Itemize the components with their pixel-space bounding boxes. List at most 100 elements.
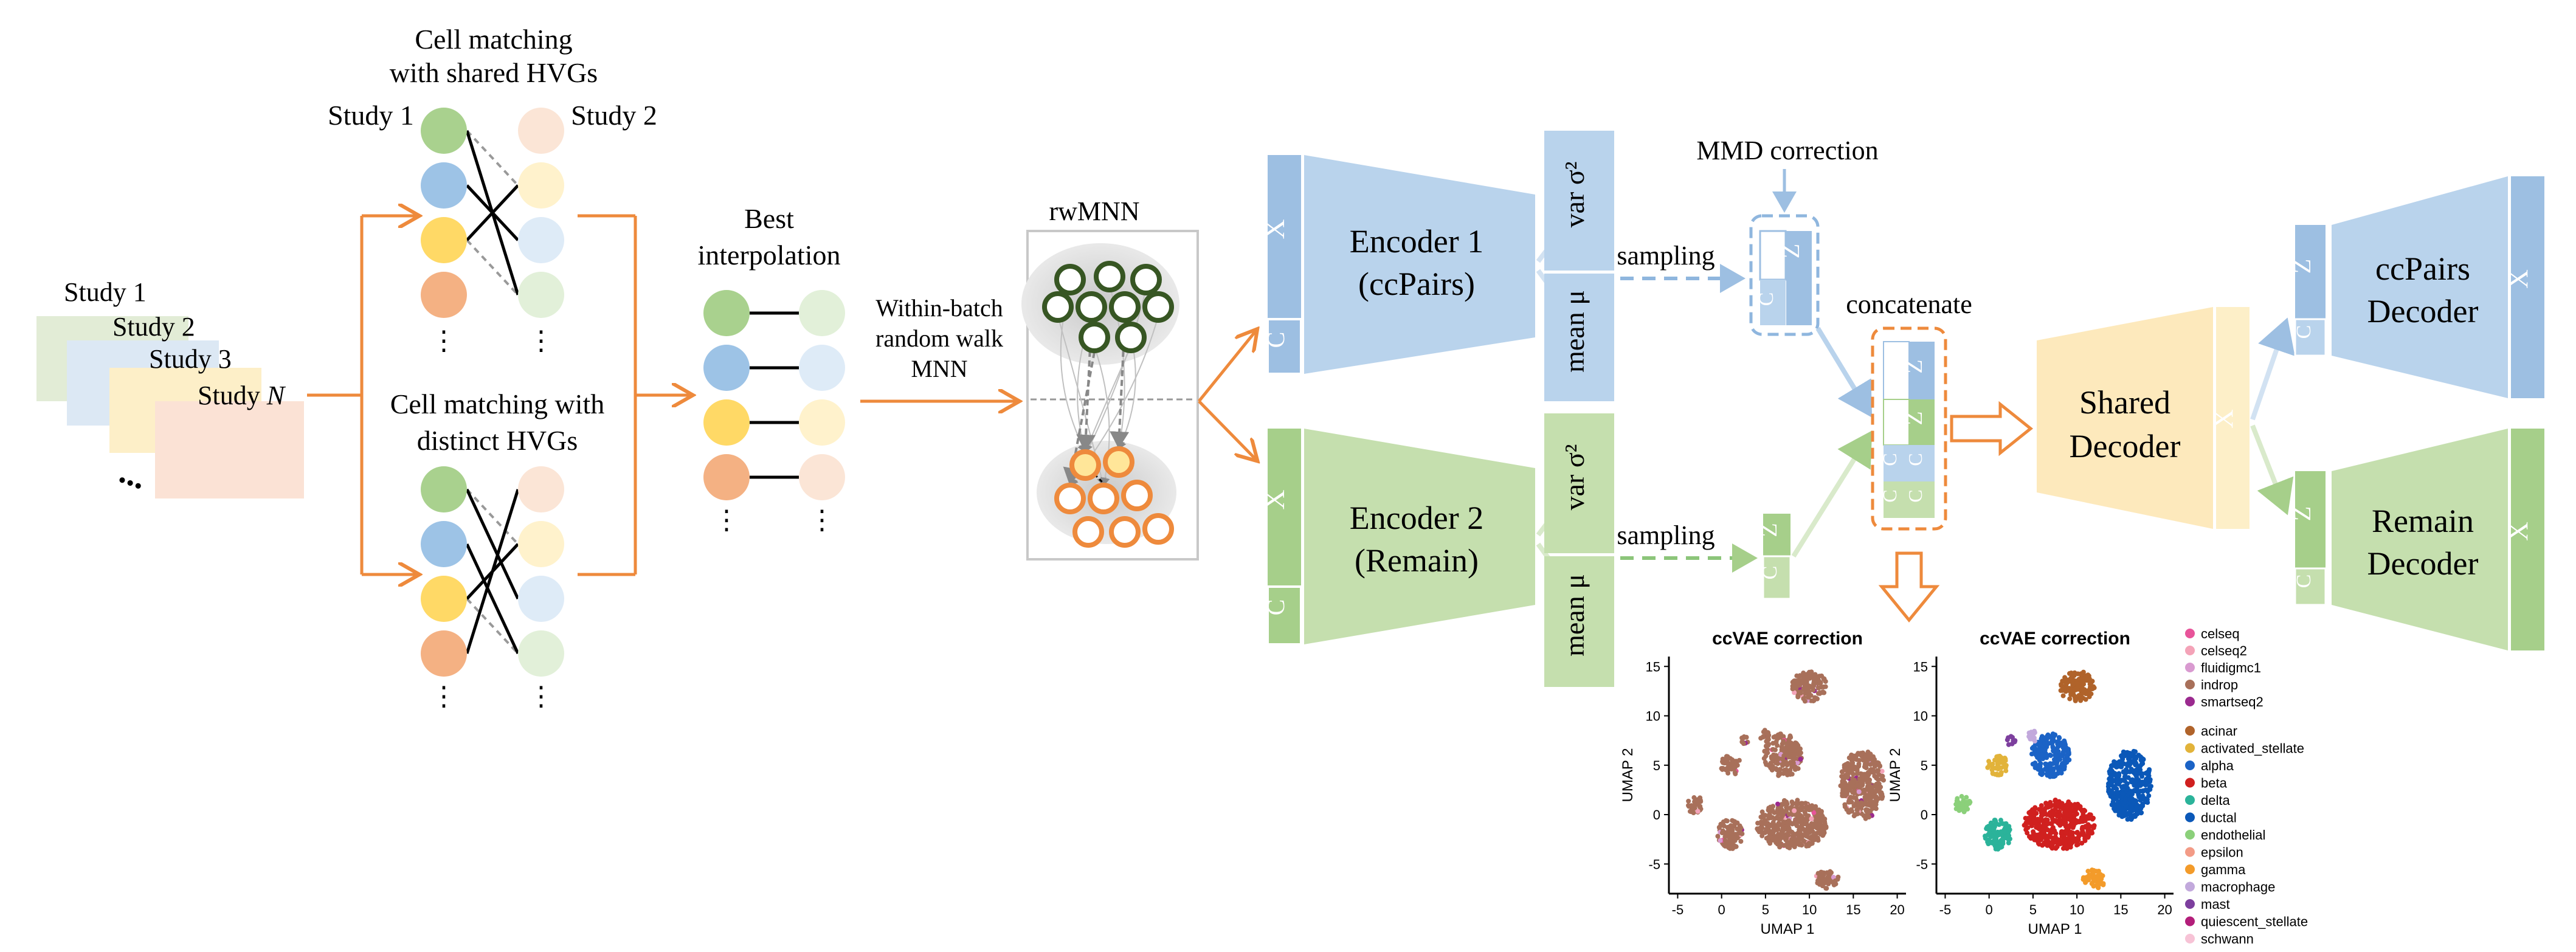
umap-xtick: 20 (1890, 902, 1904, 917)
shared-decoder: X Shared Decoder (2037, 307, 2250, 529)
legend-label: indrop (2201, 677, 2238, 692)
umap-point (2071, 693, 2077, 698)
shared-decoder-title-1: Shared (2079, 384, 2170, 421)
umap-point (1732, 819, 1738, 824)
shared-decoder-trapezoid (2037, 307, 2213, 529)
umap-point (1995, 766, 2001, 771)
umap-point (1820, 813, 1825, 819)
umap-point (1813, 804, 1818, 809)
umap-point (1770, 740, 1776, 746)
enc1-mean-label: mean μ (1559, 290, 1590, 373)
umap-xtick: 0 (1986, 902, 1993, 917)
umap-point (2099, 876, 2104, 881)
umap-point (2052, 773, 2057, 778)
umap-legend: celseqcelseq2fluidigmc1indropsmartseq2ac… (2185, 626, 2308, 947)
merge-bracket (578, 214, 690, 576)
umap-ytick: 5 (1653, 758, 1660, 773)
z1-z-label: Z (1777, 244, 1804, 258)
umap-point (1840, 793, 1845, 798)
rwmnn-node-top-1 (1094, 261, 1125, 292)
umap-point (2060, 846, 2066, 851)
umap-point (2031, 829, 2036, 835)
umap-point (2045, 827, 2051, 833)
umap-point (1781, 826, 1787, 832)
umap-point (1852, 778, 1857, 783)
legend-dot (2185, 646, 2195, 655)
concat-block: Z Z C C C C (1871, 326, 1947, 531)
umap-point (1871, 794, 1877, 799)
umap-point (2079, 826, 2085, 832)
umap-title: ccVAE correction (1712, 629, 1863, 649)
umap-point (2085, 835, 2091, 840)
umap-point (2071, 821, 2076, 827)
umap-point (1856, 761, 1862, 767)
umap-xtick: 15 (2113, 902, 2128, 917)
umap-point (1766, 816, 1772, 821)
umap-point (1792, 838, 1798, 843)
umap-point (1801, 838, 1806, 844)
rwmnn-node-top-0 (1054, 264, 1086, 295)
umap-point (1797, 673, 1803, 678)
rwmnn-node-top-6 (1142, 291, 1174, 323)
umap-point (1859, 800, 1864, 805)
vdots-interp-left: ⋮ (713, 505, 740, 535)
umap-point (2119, 796, 2124, 801)
umap-point (2141, 788, 2146, 794)
umap-point (2127, 756, 2132, 761)
umap-point (2079, 809, 2085, 814)
umap-point (2091, 870, 2096, 875)
ccpairs-c-label: C (2293, 325, 2315, 339)
interp-right-3 (799, 454, 845, 500)
to-encoders-arrows (1198, 331, 1255, 459)
umap-point (1765, 747, 1770, 752)
umap-point (2074, 686, 2080, 692)
umap-point (1763, 759, 1768, 765)
z1-c-fill (1760, 280, 1786, 325)
ccpairs-x-label: X (2504, 269, 2533, 289)
umap-point (1764, 739, 1769, 744)
umap-point (1733, 834, 1739, 840)
umap-point (1831, 875, 1836, 880)
umap-point (2044, 768, 2049, 773)
umap-point (1766, 807, 1771, 813)
umap-point (1795, 810, 1801, 816)
concat-dashed-box (1871, 326, 1947, 531)
umap-point (1874, 769, 1880, 774)
umap-ytick: 10 (1646, 709, 1660, 724)
umap-point (2085, 828, 2091, 833)
umap-point (1868, 754, 1874, 759)
sampling-label-1: sampling (1617, 241, 1714, 271)
umap-point (1787, 767, 1793, 773)
concat-c1b-label: C (1904, 453, 1926, 466)
umap-point (1773, 826, 1779, 832)
umap-point (1803, 829, 1808, 834)
umap-point (1761, 734, 1766, 740)
umap-point (1688, 809, 1694, 815)
umap-point (2075, 671, 2080, 677)
umap-point (2133, 779, 2138, 784)
umap-point (1990, 833, 1995, 839)
umap-point (1799, 843, 1804, 848)
umap-point (1775, 832, 1781, 837)
concat-blank-1 (1883, 341, 1910, 400)
within-batch-line1: Within-batch (875, 294, 1003, 322)
enc2-title-2: (Remain) (1355, 542, 1479, 579)
remain-trapezoid (2332, 429, 2508, 650)
umap-point (1846, 809, 1852, 814)
study-n-label: Study N (198, 381, 286, 410)
umap-point (1775, 761, 1780, 767)
umap-point (1851, 813, 1857, 819)
umap-ytick: 15 (1646, 659, 1660, 674)
umap-point (2056, 749, 2061, 754)
umap-point (2037, 818, 2043, 823)
umap-point (2091, 685, 2097, 691)
umap-point (2042, 736, 2048, 741)
concat-c2 (1884, 481, 1909, 518)
umap-point (1695, 809, 1701, 814)
umap-point (2040, 812, 2046, 817)
umap-point (1725, 767, 1730, 773)
distinct-matching-title-2: distinct HVGs (417, 425, 578, 456)
shared-hvg-matching (421, 108, 564, 318)
umap-point (2143, 777, 2149, 782)
